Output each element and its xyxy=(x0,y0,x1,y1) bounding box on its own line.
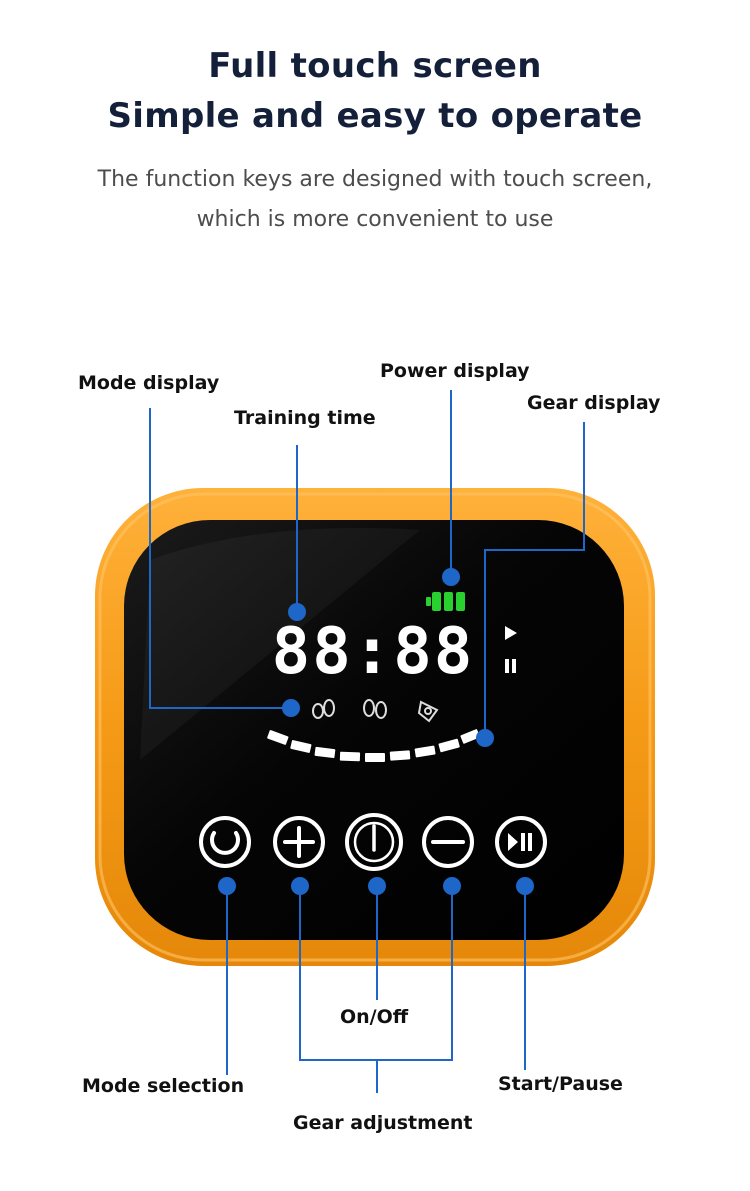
training-time-digits: 88:88 xyxy=(272,615,475,689)
label-gear-display: Gear display xyxy=(527,392,661,414)
label-mode-selection: Mode selection xyxy=(82,1075,245,1097)
gear-decrease-button[interactable] xyxy=(422,816,474,868)
label-training-time: Training time xyxy=(234,407,376,429)
description-line-2: which is more convenient to use xyxy=(196,207,554,232)
description-line-1: The function keys are designed with touc… xyxy=(97,167,653,192)
pause-icon xyxy=(505,659,516,673)
label-mode-display: Mode display xyxy=(78,372,220,394)
gear-increase-button[interactable] xyxy=(273,816,325,868)
label-on-off: On/Off xyxy=(340,1006,409,1028)
start-pause-button[interactable] xyxy=(495,816,547,868)
headline-line-1: Full touch screen xyxy=(208,46,542,86)
gear-bar xyxy=(267,729,480,762)
label-power-display: Power display xyxy=(380,360,530,382)
plus-icon xyxy=(283,826,315,858)
mode-2-icon xyxy=(363,699,387,719)
callout-dots xyxy=(218,568,534,895)
mode-1-icon xyxy=(312,699,335,719)
play-pause-icon xyxy=(508,833,532,851)
callout-lines xyxy=(149,390,585,1093)
label-start-pause: Start/Pause xyxy=(498,1073,623,1095)
play-icon xyxy=(505,626,517,640)
mode-selection-button[interactable] xyxy=(199,816,251,868)
label-gear-adjustment: Gear adjustment xyxy=(293,1112,473,1134)
mode-3-icon xyxy=(417,700,439,723)
power-button[interactable] xyxy=(345,813,403,871)
mode-selection-icon xyxy=(210,831,240,855)
battery-icon xyxy=(426,592,465,611)
headline-line-2: Simple and easy to operate xyxy=(107,96,643,136)
